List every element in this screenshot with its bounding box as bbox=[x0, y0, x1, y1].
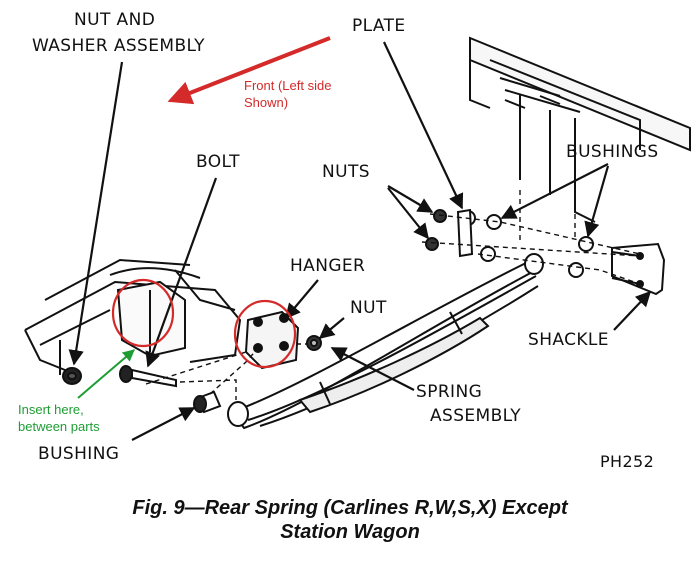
hanger-nut-part bbox=[306, 335, 322, 351]
insert-note-line2: between parts bbox=[18, 419, 100, 434]
nuts-callout-a bbox=[387, 185, 434, 213]
front-arrow bbox=[167, 36, 331, 105]
shackle-callout bbox=[613, 290, 652, 331]
nut-washer-callout bbox=[68, 61, 124, 366]
label-assembly: ASSEMBLY bbox=[430, 406, 522, 426]
label-nut-and: NUT AND bbox=[74, 10, 156, 30]
figure-code: PH252 bbox=[600, 452, 655, 471]
label-plate: PLATE bbox=[352, 16, 406, 36]
caption-line2: Station Wagon bbox=[280, 521, 420, 543]
bolt-callout bbox=[145, 177, 218, 368]
label-nut: NUT bbox=[350, 298, 387, 318]
label-bushing: BUSHING bbox=[38, 444, 120, 464]
label-shackle: SHACKLE bbox=[528, 330, 609, 350]
caption-line1: Fig. 9—Rear Spring (Carlines R,W,S,X) Ex… bbox=[132, 497, 568, 519]
callout-lines bbox=[68, 41, 652, 441]
frame-rail-left bbox=[24, 258, 242, 375]
bushings-callout-a bbox=[500, 163, 609, 219]
assembly-dashed-lines bbox=[145, 190, 641, 400]
label-washer-assembly: WASHER ASSEMBLY bbox=[32, 36, 205, 56]
nut-callout bbox=[318, 317, 345, 339]
label-hanger: HANGER bbox=[290, 256, 366, 276]
plate-callout bbox=[383, 41, 464, 210]
label-nuts: NUTS bbox=[322, 162, 370, 182]
bushing-callout bbox=[131, 407, 196, 441]
insert-note-line1: Insert here, bbox=[18, 402, 84, 417]
bushings-callout-b bbox=[584, 165, 610, 238]
hanger-plate bbox=[244, 310, 300, 370]
label-bushings: BUSHINGS bbox=[566, 142, 659, 162]
hanger-highlight bbox=[233, 299, 297, 369]
front-note-line1: Front (Left side bbox=[244, 78, 332, 93]
frame-rail-right bbox=[469, 36, 691, 223]
label-bolt: BOLT bbox=[196, 152, 240, 172]
insert-arrow bbox=[77, 349, 135, 399]
label-spring: SPRING bbox=[416, 382, 483, 402]
bolt-part bbox=[119, 365, 177, 388]
front-note-line2: Shown) bbox=[244, 95, 289, 110]
front-bushing-part bbox=[193, 390, 222, 414]
leaf-spring bbox=[227, 253, 544, 430]
hanger-callout bbox=[285, 279, 319, 320]
nut-washer-part bbox=[62, 367, 82, 385]
left-hanger-bracket bbox=[116, 280, 186, 358]
spring-callout bbox=[330, 347, 415, 391]
shackle-part bbox=[568, 236, 666, 296]
nuts-callout-b bbox=[387, 187, 429, 240]
left-bracket-highlight bbox=[111, 278, 175, 348]
